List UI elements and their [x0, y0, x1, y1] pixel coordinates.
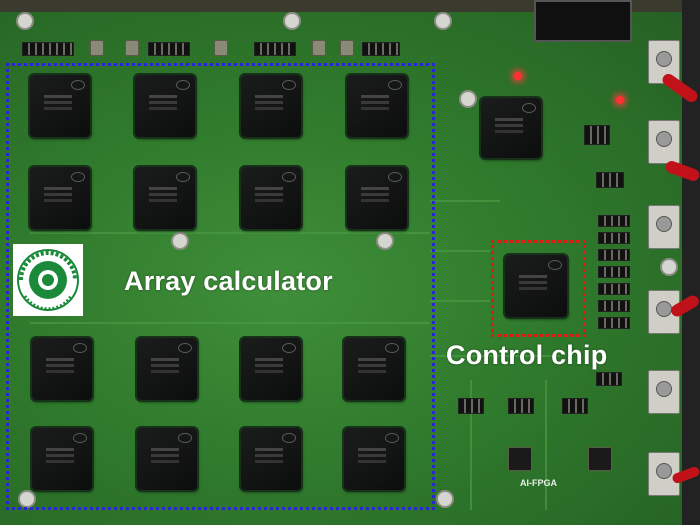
university-logo	[13, 244, 83, 316]
fpga-chip	[347, 75, 407, 137]
trace	[30, 232, 430, 234]
mounting-hole	[459, 90, 477, 108]
mounting-hole	[434, 12, 452, 30]
pin-header	[598, 249, 630, 261]
regulator	[588, 447, 612, 471]
jumper	[458, 398, 484, 414]
pin-header	[148, 42, 190, 56]
jumper	[596, 372, 622, 386]
trace	[430, 300, 490, 302]
trace	[545, 380, 547, 510]
fpga-chip	[344, 338, 404, 400]
array-calculator-outline	[6, 63, 435, 510]
pin-header	[598, 266, 630, 278]
array-calculator-label: Array calculator	[124, 266, 333, 296]
fpga-chip	[135, 167, 195, 229]
component	[125, 40, 139, 56]
fpga-chip	[137, 428, 197, 490]
mounting-hole	[171, 232, 189, 250]
jumper	[596, 172, 624, 188]
control-fpga-chip	[505, 255, 567, 317]
trace	[430, 355, 560, 357]
upper-chip	[481, 98, 541, 158]
component	[312, 40, 326, 56]
trace	[30, 322, 430, 324]
status-led	[514, 72, 522, 80]
pin-header	[598, 317, 630, 329]
pin-header	[598, 232, 630, 244]
fpga-chip	[32, 428, 92, 490]
status-led	[616, 96, 624, 104]
pin-header	[598, 283, 630, 295]
fpga-chip	[135, 75, 195, 137]
component	[340, 40, 354, 56]
trace	[430, 250, 490, 252]
mounting-hole	[436, 490, 454, 508]
fpga-chip	[32, 338, 92, 400]
control-chip-outline	[491, 240, 586, 337]
trace	[470, 380, 472, 510]
pin-header	[362, 42, 400, 56]
fpga-chip	[344, 428, 404, 490]
jumper	[584, 125, 610, 145]
power-terminal	[648, 370, 680, 414]
power-terminal	[648, 205, 680, 249]
board-name-label: AI-FPGA	[520, 478, 557, 488]
mounting-hole	[660, 258, 678, 276]
fpga-chip	[30, 167, 90, 229]
board-edge-right	[682, 0, 700, 525]
fpga-chip	[137, 338, 197, 400]
pin-header	[22, 42, 74, 56]
regulator	[508, 447, 532, 471]
fpga-chip	[241, 167, 301, 229]
trace	[430, 200, 500, 202]
component	[214, 40, 228, 56]
jumper	[562, 398, 588, 414]
fpga-chip	[241, 428, 301, 490]
mounting-hole	[16, 12, 34, 30]
fpga-chip	[241, 338, 301, 400]
pin-header	[598, 215, 630, 227]
mounting-hole	[376, 232, 394, 250]
jumper	[508, 398, 534, 414]
d-sub-connector	[534, 0, 632, 42]
pin-header	[598, 300, 630, 312]
fpga-chip	[241, 75, 301, 137]
component	[90, 40, 104, 56]
control-chip-label: Control chip	[446, 340, 608, 370]
board-edge	[0, 0, 700, 12]
power-terminal	[648, 120, 680, 164]
pin-header	[254, 42, 296, 56]
mounting-hole	[283, 12, 301, 30]
fpga-chip	[347, 167, 407, 229]
fpga-chip	[30, 75, 90, 137]
